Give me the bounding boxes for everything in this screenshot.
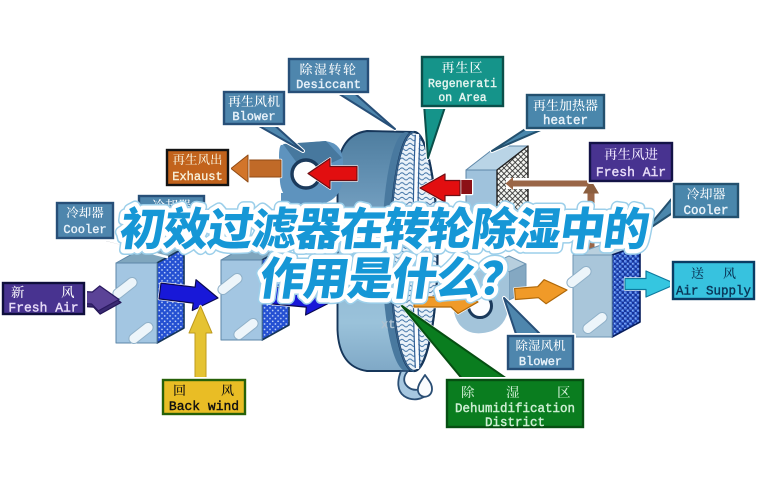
svg-text:Fresh Air: Fresh Air [8,301,78,316]
svg-text:Dehumidification: Dehumidification [455,402,575,416]
svg-text:Blower: Blower [232,110,275,124]
svg-text:Exhaust: Exhaust [172,170,222,184]
svg-text:heater: heater [543,114,588,128]
svg-text:xt: xt [381,318,395,332]
svg-text:Cooler: Cooler [683,204,728,218]
svg-text:Regenerati: Regenerati [428,78,497,91]
svg-text:Cooler: Cooler [63,223,106,237]
svg-text:Air Supply: Air Supply [676,285,752,299]
svg-text:Blower: Blower [519,355,562,369]
svg-text:on Area: on Area [438,92,486,105]
svg-text:Desiccant: Desiccant [296,78,361,92]
svg-text:District: District [485,416,545,430]
svg-text:Back wind: Back wind [169,399,239,414]
svg-text:Fresh Air: Fresh Air [596,165,666,180]
